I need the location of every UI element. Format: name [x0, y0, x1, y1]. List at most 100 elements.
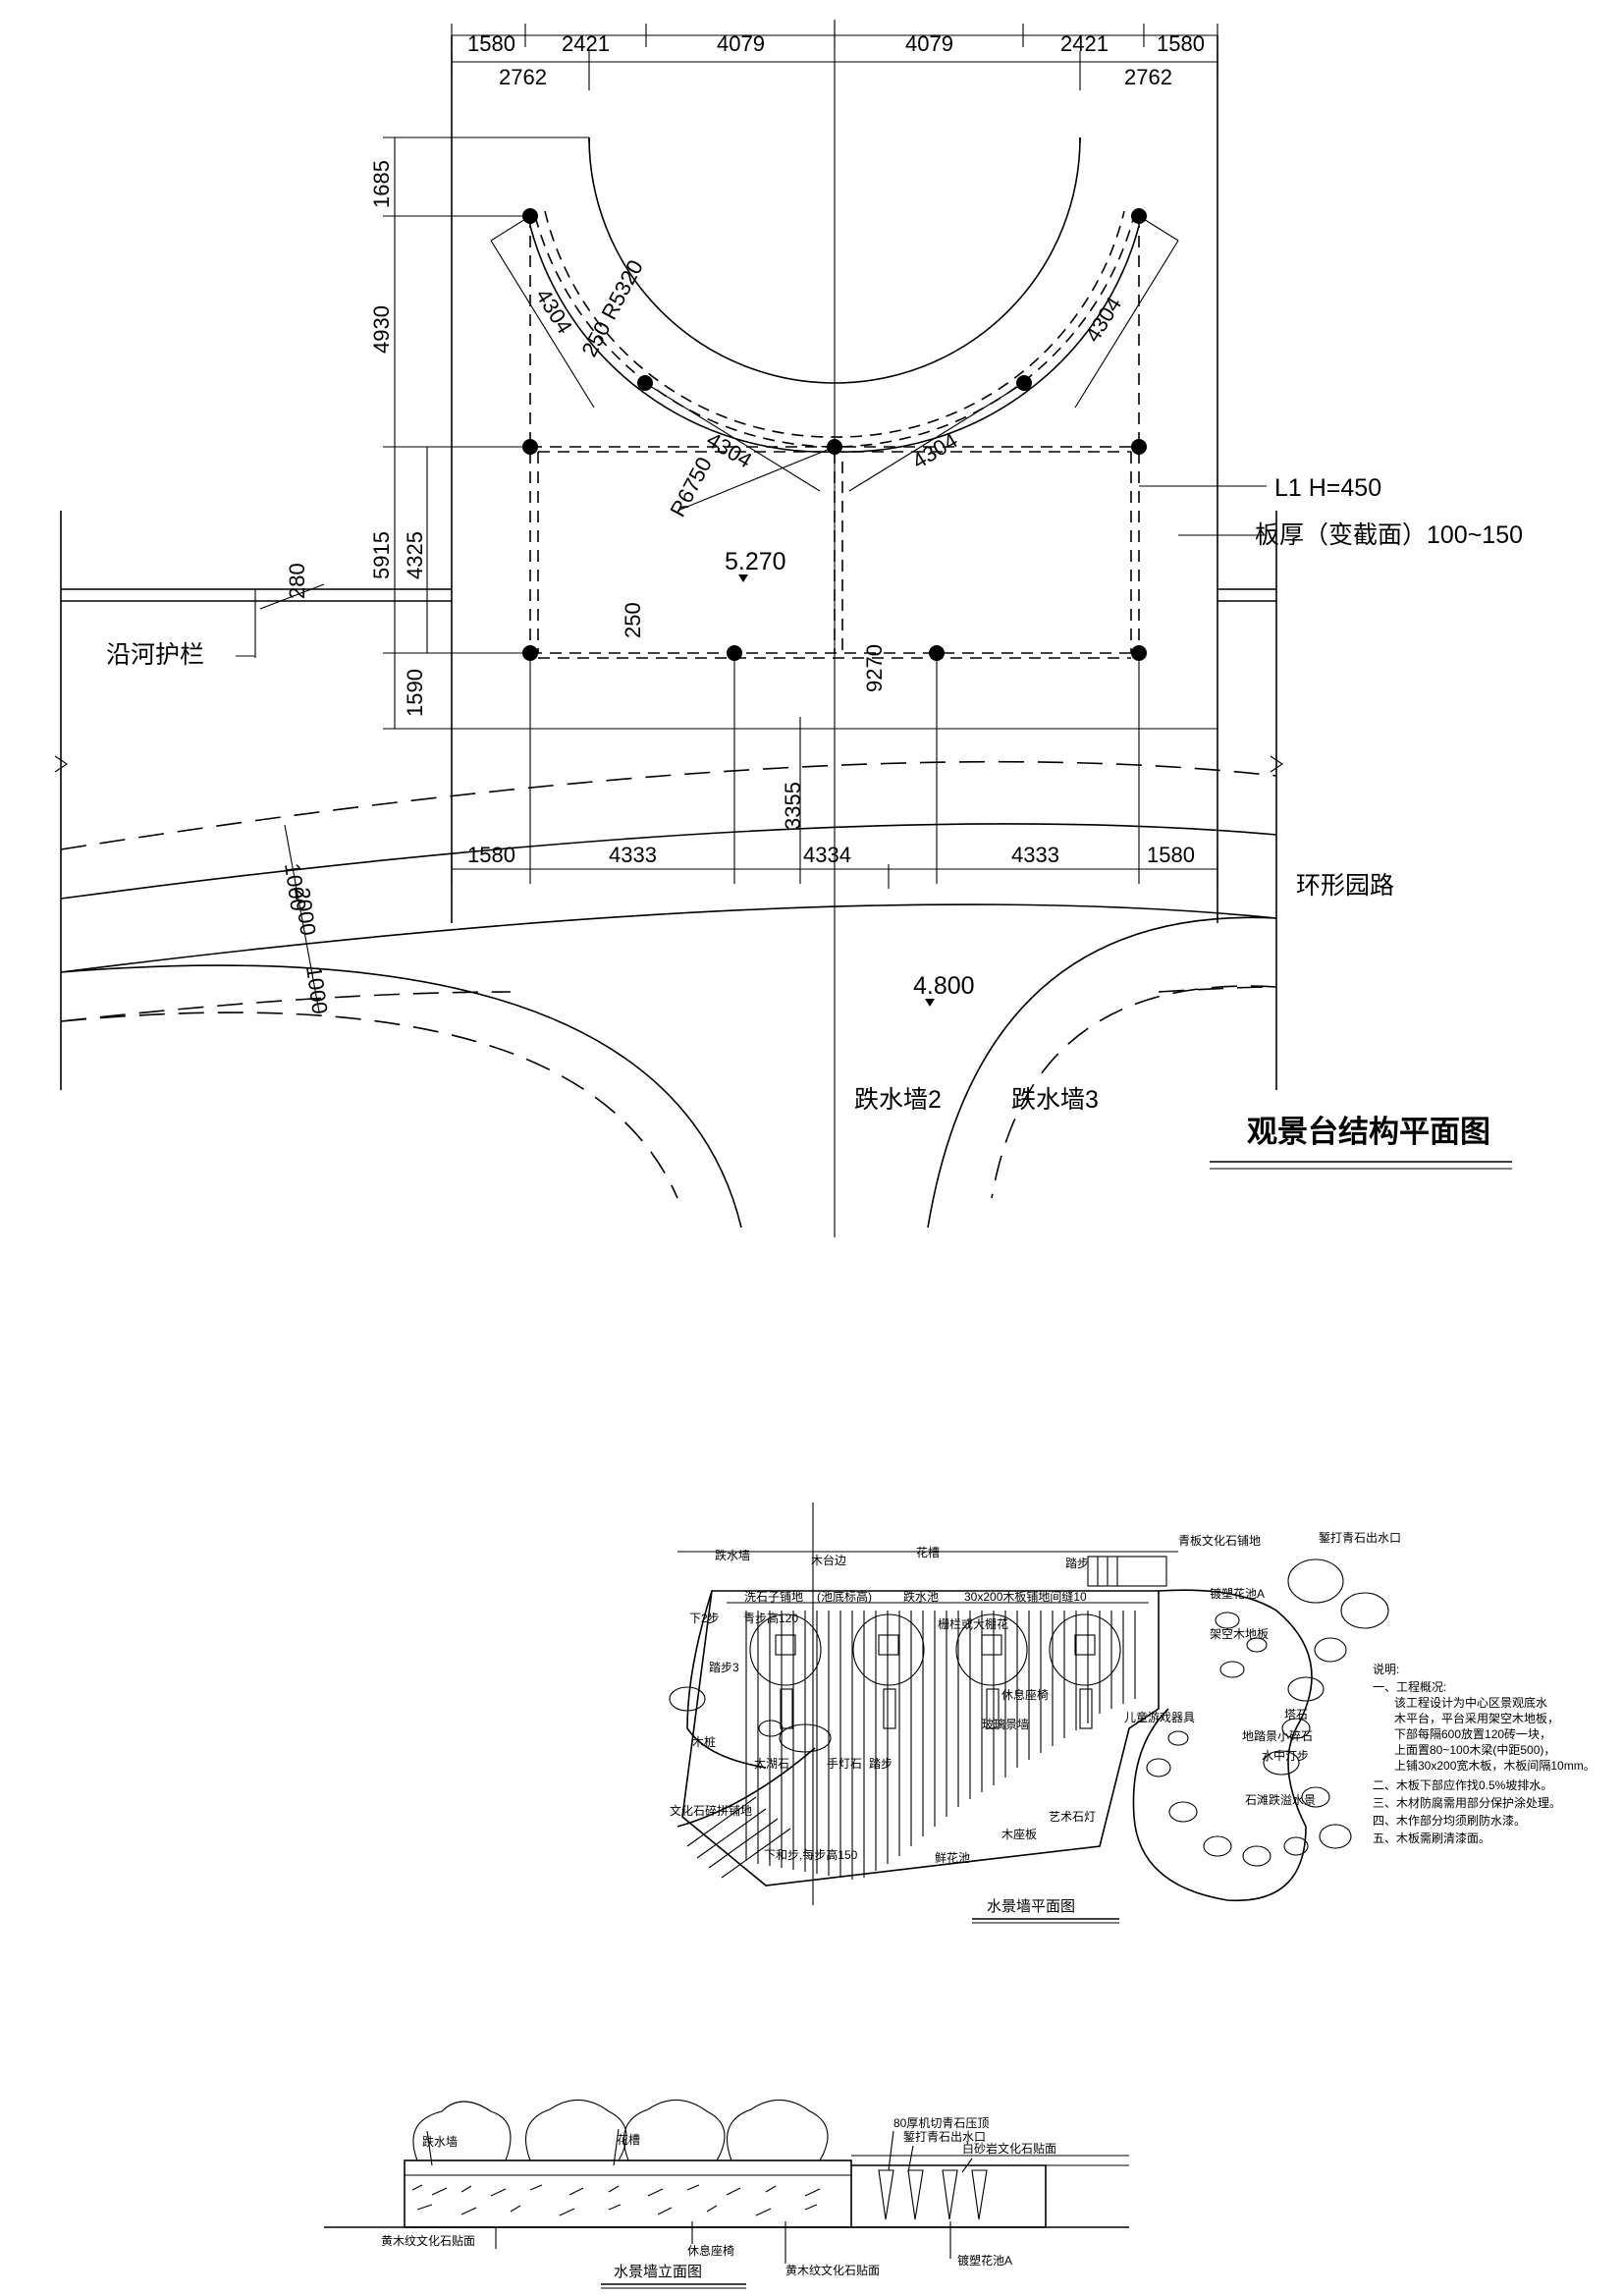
dim-bottom-5: 1580: [1147, 843, 1195, 867]
elevation-leaders: [426, 2128, 973, 2264]
dim-top-5: 2421: [1060, 31, 1109, 56]
wp-label-19: 儿童游戏器具: [1124, 1710, 1195, 1724]
pond-rocks: [1146, 1558, 1389, 1867]
note-7: 二、木板下部应作找0.5%坡排水。: [1373, 1777, 1552, 1792]
wp-label-25: 踏步: [869, 1757, 893, 1771]
water-plan-title: 水景墙平面图: [987, 1898, 1075, 1915]
wp-label-13: 下2步: [689, 1612, 720, 1625]
left-dimension-chain: [383, 137, 1217, 730]
wall-stone-hatching: [411, 2184, 821, 2216]
el-label-1: 80厚机切青石压顶: [893, 2116, 989, 2130]
elevation-lower: 4.800: [913, 972, 975, 1000]
circular-road: [60, 760, 1277, 1229]
dim-bottom-1: 1580: [467, 843, 515, 867]
wp-label-22: 木桩: [692, 1734, 716, 1749]
wp-label-8: (池底标高): [817, 1589, 872, 1604]
dim-diag-1: 4304: [531, 284, 577, 338]
deck-boards: [745, 1611, 1136, 1880]
wp-label-24: 手灯石: [827, 1757, 862, 1771]
label-drop-wall-3: 跌水墙3: [1011, 1086, 1099, 1114]
elevation-upper: 5.270: [725, 548, 786, 575]
elevation-title: 水景墙立面图: [614, 2264, 702, 2280]
wp-label-9: 跌水池: [903, 1589, 939, 1604]
label-slab-thickness: 板厚（变截面）100~150: [1255, 521, 1523, 549]
dim-280: 280: [285, 563, 309, 599]
wp-label-5: 青板文化石铺地: [1178, 1533, 1261, 1548]
water-plan-labels: 跌水墙 木台边 花槽 踏步 青板文化石铺地 錾打青石出水口 洗石子铺地 (池底标…: [670, 1530, 1401, 1865]
dim-top-4: 4079: [905, 31, 953, 56]
dim-top-7: 2762: [499, 65, 547, 89]
note-2: 该工程设计为中心区景观底水: [1394, 1695, 1547, 1710]
wp-label-10: 30x200木板铺地间缝10: [964, 1589, 1087, 1604]
water-wall-plan: 跌水墙 木台边 花槽 踏步 青板文化石铺地 錾打青石出水口 洗石子铺地 (池底标…: [669, 1503, 1596, 1924]
dim-bottom-3: 4334: [803, 843, 851, 867]
dim-r6750: R6750: [665, 453, 717, 520]
wp-label-3: 花槽: [916, 1545, 940, 1559]
diagonal-dims: [490, 215, 1179, 512]
water-wall-elevation: 80厚机切青石压顶 錾打青石出水口 白砂岩文化石贴面 跌水墙 花槽 黄木纹文化石…: [324, 2099, 1129, 2289]
note-8: 三、木材防腐需用部分保护涂处理。: [1373, 1795, 1561, 1810]
note-5: 上面置80~100木梁(中距500)，: [1394, 1742, 1555, 1757]
wp-label-23: 太湖石: [754, 1756, 789, 1771]
wp-label-20: 地踏景小碎石: [1242, 1728, 1313, 1743]
dim-9270: 9270: [862, 644, 887, 692]
dim-bottom-4: 4333: [1011, 843, 1059, 867]
wp-label-4: 踏步: [1065, 1557, 1089, 1570]
label-river-railing: 沿河护栏: [106, 641, 204, 669]
note-4: 下部每隔600放置120砖一块，: [1394, 1726, 1551, 1741]
dim-left-1685: 1685: [369, 160, 394, 208]
wp-label-7: 洗石子铺地: [744, 1590, 803, 1604]
dim-top-2: 2421: [562, 31, 610, 56]
dim-road-3: 1000: [301, 964, 333, 1015]
dim-top-1: 1580: [467, 31, 515, 56]
el-label-2: 錾打青石出水口: [903, 2129, 986, 2144]
el-label-6: 黄木纹文化石贴面: [381, 2233, 475, 2248]
dim-top-3: 4079: [717, 31, 765, 56]
viewing-platform-plan: 1580 2421 4079 4079 2421 1580 2762 2762: [54, 20, 1523, 1237]
dim-top-8: 2762: [1124, 65, 1172, 89]
wp-label-18: 玻璃景墙: [982, 1718, 1029, 1731]
dim-diag-3: 4304: [908, 428, 962, 474]
wp-label-21: 水中汀步: [1262, 1748, 1309, 1763]
wp-label-15: 栅栏或大棚花: [938, 1616, 1008, 1631]
label-l1-beam: L1 H=450: [1274, 474, 1381, 502]
outlet-nozzles: [878, 2169, 988, 2220]
wp-label-1: 跌水墙: [715, 1548, 750, 1562]
wp-label-2: 木台边: [811, 1553, 846, 1567]
el-label-9: 镀塑花池A: [957, 2253, 1012, 2268]
planter-circles: [749, 1613, 1121, 1729]
wp-label-27: 下和步,每步高150: [764, 1847, 858, 1862]
label-drop-wall-2: 跌水墙2: [854, 1086, 942, 1114]
wp-label-26: 文化石碎拼铺地: [670, 1803, 752, 1818]
trees: [412, 2099, 829, 2161]
dim-250: 250: [621, 602, 645, 638]
note-6: 上铺30x200宽木板，木板间隔10mm。: [1394, 1758, 1596, 1773]
dim-3355: 3355: [781, 782, 805, 830]
label-circular-road: 环形园路: [1296, 872, 1394, 900]
wp-label-29: 木座板: [1001, 1827, 1037, 1841]
note-1: 一、工程概况:: [1373, 1679, 1446, 1694]
wp-label-6: 錾打青石出水口: [1319, 1530, 1401, 1545]
el-label-4: 跌水墙: [422, 2134, 458, 2149]
bottom-dimension-chain: [451, 658, 1218, 889]
wp-label-17: 踏步3: [709, 1661, 739, 1674]
el-label-3: 白砂岩文化石贴面: [962, 2141, 1056, 2156]
el-label-8: 黄木纹文化石贴面: [785, 2263, 880, 2277]
wp-label-31: 石滩跌溢水景: [1245, 1792, 1316, 1807]
note-10: 五、木板需刷清漆面。: [1373, 1831, 1490, 1845]
plan-title: 观景台结构平面图: [1247, 1115, 1490, 1149]
dim-left-5915: 5915: [369, 531, 394, 579]
wp-label-12: 架空木地板: [1210, 1627, 1269, 1641]
wp-label-16: 休息座椅: [1001, 1687, 1049, 1702]
note-9: 四、木作部分均须刷防水漆。: [1373, 1813, 1526, 1828]
wp-label-28: 艺术石灯: [1049, 1810, 1096, 1824]
dim-left-1590: 1590: [403, 669, 427, 717]
wp-label-30: 鲜花池: [935, 1850, 970, 1865]
note-3: 木平台，平台采用架空木地板，: [1394, 1711, 1559, 1725]
wp-label-32: 塔石: [1284, 1708, 1308, 1722]
design-notes: 说明: 一、工程概况: 该工程设计为中心区景观底水 木平台，平台采用架空木地板，…: [1373, 1662, 1596, 1845]
left-steps: [669, 1686, 832, 1879]
wp-label-14: 青步高120: [743, 1611, 798, 1625]
dim-left-4325: 4325: [403, 531, 427, 579]
